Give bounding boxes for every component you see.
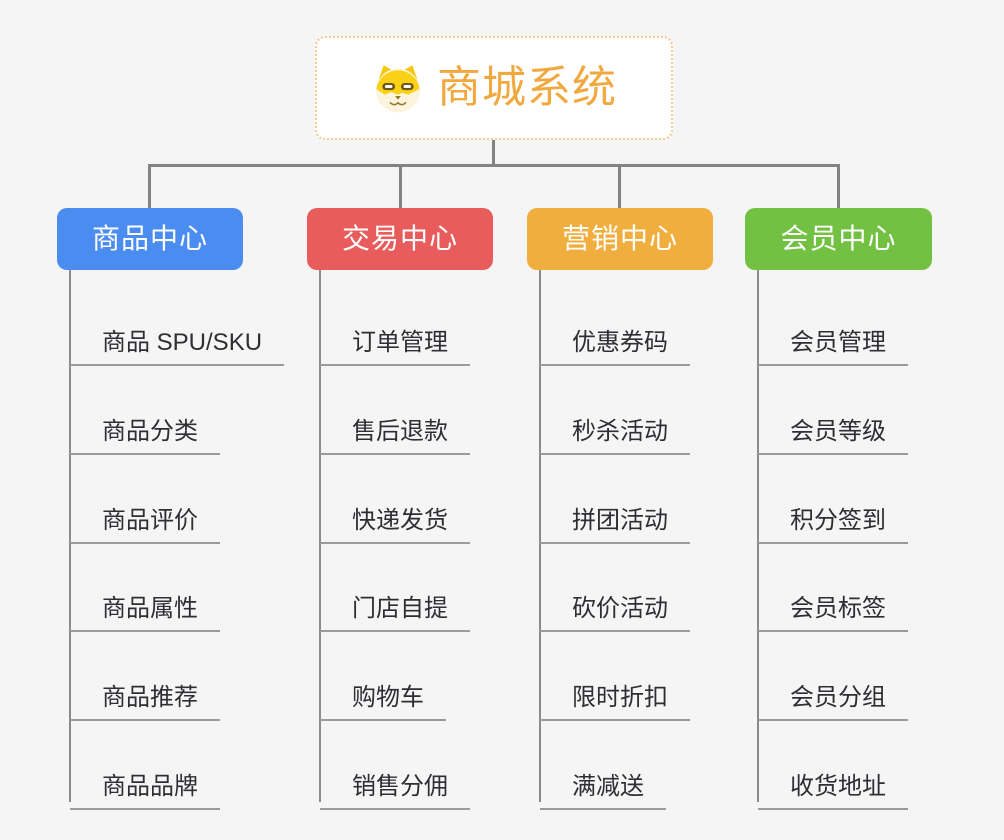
branch-header-product-center[interactable]: 商品中心 xyxy=(57,208,243,270)
leaf-node[interactable]: 优惠券码 xyxy=(540,310,690,366)
leaf-node[interactable]: 收货地址 xyxy=(758,754,908,810)
connector-drop-product xyxy=(148,164,151,208)
leaf-node[interactable]: 订单管理 xyxy=(320,310,470,366)
connector-drop-marketing xyxy=(618,164,621,208)
leaf-node[interactable]: 会员等级 xyxy=(758,399,908,455)
connector-drop-member xyxy=(837,164,840,208)
leaf-node[interactable]: 门店自提 xyxy=(320,576,470,632)
leaf-node[interactable]: 销售分佣 xyxy=(320,754,470,810)
leaf-node[interactable]: 商品分类 xyxy=(70,399,220,455)
leaf-node[interactable]: 购物车 xyxy=(320,665,446,721)
shiba-dog-icon xyxy=(371,61,425,115)
leaf-node[interactable]: 会员分组 xyxy=(758,665,908,721)
branch-member-center: 会员中心 会员管理 会员等级 积分签到 会员标签 会员分组 收货地址 xyxy=(745,208,995,810)
leaf-node[interactable]: 商品评价 xyxy=(70,488,220,544)
branch-product-center: 商品中心 商品 SPU/SKU 商品分类 商品评价 商品属性 商品推荐 商品品牌 xyxy=(57,208,307,810)
leaf-node[interactable]: 积分签到 xyxy=(758,488,908,544)
branch-trunk xyxy=(757,270,759,802)
root-title: 商城系统 xyxy=(437,63,617,112)
leaf-node[interactable]: 秒杀活动 xyxy=(540,399,690,455)
leaf-node[interactable]: 限时折扣 xyxy=(540,665,690,721)
branch-marketing-center: 营销中心 优惠券码 秒杀活动 拼团活动 砍价活动 限时折扣 满减送 xyxy=(527,208,777,810)
leaf-node[interactable]: 拼团活动 xyxy=(540,488,690,544)
branch-trunk xyxy=(539,270,541,802)
branch-header-marketing-center[interactable]: 营销中心 xyxy=(527,208,713,270)
connector-horizontal-bar xyxy=(148,164,840,167)
leaf-node[interactable]: 商品推荐 xyxy=(70,665,220,721)
connector-root-stem xyxy=(492,140,495,165)
branch-trunk xyxy=(69,270,71,802)
leaf-node[interactable]: 满减送 xyxy=(540,754,666,810)
leaf-node[interactable]: 商品属性 xyxy=(70,576,220,632)
leaf-node[interactable]: 商品 SPU/SKU xyxy=(70,310,285,366)
leaf-node[interactable]: 会员标签 xyxy=(758,576,908,632)
branch-header-member-center[interactable]: 会员中心 xyxy=(745,208,932,270)
leaf-node[interactable]: 售后退款 xyxy=(320,399,470,455)
leaf-node[interactable]: 砍价活动 xyxy=(540,576,690,632)
connector-drop-trade xyxy=(399,164,402,208)
branch-header-trade-center[interactable]: 交易中心 xyxy=(307,208,493,270)
leaf-node[interactable]: 快递发货 xyxy=(320,488,470,544)
root-node[interactable]: 商城系统 xyxy=(315,36,673,140)
branch-trunk xyxy=(319,270,321,802)
leaf-node[interactable]: 商品品牌 xyxy=(70,754,220,810)
leaf-node[interactable]: 会员管理 xyxy=(758,310,908,366)
branch-trade-center: 交易中心 订单管理 售后退款 快递发货 门店自提 购物车 销售分佣 xyxy=(307,208,557,810)
